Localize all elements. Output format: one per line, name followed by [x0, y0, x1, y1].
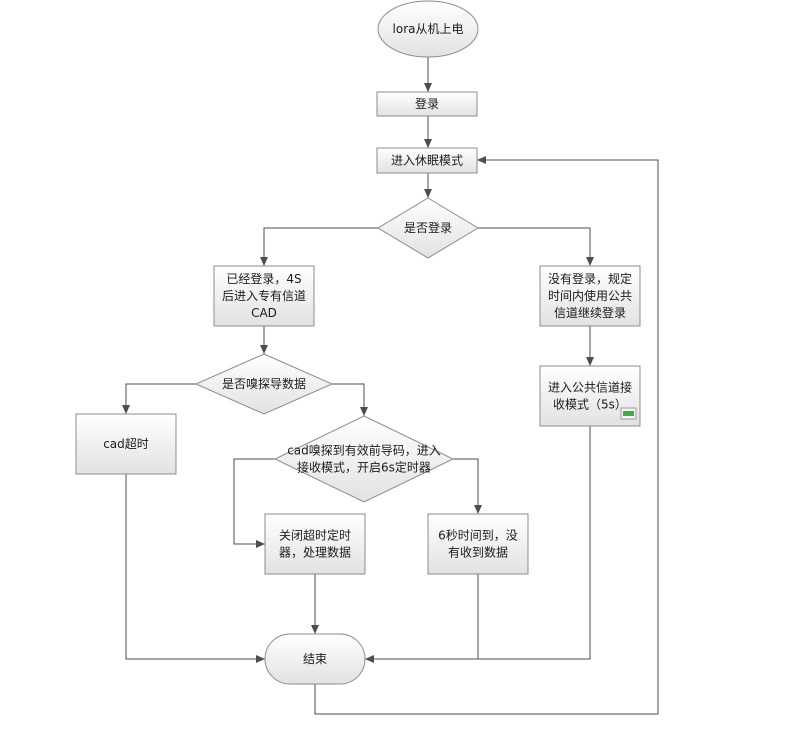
node-sleep-mode: 进入休眠模式 — [376, 147, 478, 174]
arrow-sleep-to-decision-arrowhead — [424, 189, 432, 198]
label-line: 关闭超时定时 — [279, 528, 351, 543]
node-not-logged-in: 没有登录，规定时间内使用公共信道继续登录 — [539, 265, 641, 327]
label-line: 登录 — [415, 96, 439, 111]
label-line: 是否嗅探导数据 — [222, 376, 306, 391]
arrow-decision-to-logged-in — [263, 227, 378, 266]
node-public-receive: 进入公共信道接收模式（5s） — [539, 365, 641, 427]
node-cad-timeout-label: cad超时 — [103, 436, 149, 451]
label-line: 接收模式，开启6s定时器 — [297, 460, 431, 475]
node-logged-in-label: 已经登录，4S 后进入专有信道 CAD — [222, 271, 306, 320]
label-line: cad嗅探到有效前导码，进入 — [287, 443, 441, 458]
node-six-seconds-label: 6秒时间到，没有收到数据 — [438, 528, 518, 560]
label-line: 信道继续登录 — [554, 305, 626, 320]
label-line: 时间内使用公共 — [548, 288, 632, 303]
arrow-sniff-to-cad-timeout — [125, 383, 196, 414]
node-close-timer-label: 关闭超时定时器，处理数据 — [279, 528, 351, 560]
label-line: lora从机上电 — [393, 22, 464, 36]
green-bar-icon — [620, 407, 637, 420]
arrow-sniff-to-valid-preamble-arrowhead — [360, 407, 368, 416]
node-start: lora从机上电 — [377, 0, 479, 58]
label-line: 进入休眠模式 — [391, 154, 463, 168]
node-start-label: lora从机上电 — [393, 22, 464, 36]
arrow-end-loop-to-sleep — [314, 159, 659, 715]
arrow-start-to-login-arrowhead — [424, 83, 432, 92]
label-line: 进入公共信道接 — [548, 380, 632, 395]
connectors — [122, 57, 659, 715]
arrow-sniff-to-valid-preamble — [332, 383, 365, 416]
arrow-decision-to-not-logged-in — [478, 227, 591, 266]
arrow-end-loop-to-sleep-arrowhead — [477, 156, 486, 164]
arrow-close-timer-to-end-arrowhead — [311, 625, 319, 634]
arrow-sniff-to-cad-timeout-arrowhead — [122, 405, 130, 414]
arrow-cad-timeout-to-end — [125, 474, 265, 660]
node-login: 登录 — [376, 91, 478, 117]
label-line: 6秒时间到，没 — [438, 528, 518, 543]
node-cad-timeout: cad超时 — [75, 413, 177, 475]
node-sleep-mode-label: 进入休眠模式 — [391, 154, 463, 168]
arrow-preamble-to-close-timer — [233, 458, 275, 545]
arrow-login-to-sleep-arrowhead — [424, 139, 432, 148]
node-end: 结束 — [264, 633, 366, 685]
node-logged-in: 已经登录，4S 后进入专有信道 CAD — [213, 265, 315, 327]
arrow-decision-to-not-logged-in-arrowhead — [586, 257, 594, 266]
node-public-receive-label: 进入公共信道接收模式（5s） — [548, 380, 632, 412]
label-line: 器，处理数据 — [279, 545, 351, 560]
label-line: CAD — [251, 306, 277, 320]
arrow-preamble-to-six-seconds — [453, 458, 479, 514]
label-line: cad超时 — [103, 436, 149, 451]
label-line: 收模式（5s） — [553, 398, 627, 412]
arrow-decision-to-logged-in-arrowhead — [260, 257, 268, 266]
node-login-label: 登录 — [415, 96, 439, 111]
arrow-public-to-end — [365, 426, 591, 660]
label-line: 结束 — [303, 652, 327, 666]
decision-is-logged-in: 是否登录 — [377, 197, 479, 259]
label-line: 没有登录，规定 — [548, 271, 632, 286]
arrow-not-logged-in-to-public-arrowhead — [586, 357, 594, 366]
node-not-logged-in-label: 没有登录，规定时间内使用公共信道继续登录 — [548, 271, 632, 320]
arrow-public-to-end-arrowhead — [365, 655, 374, 663]
arrow-preamble-to-six-seconds-arrowhead — [474, 505, 482, 514]
arrow-preamble-to-close-timer-arrowhead — [256, 540, 265, 548]
label-line: 后进入专有信道 — [222, 288, 306, 303]
decision-is-logged-in-label: 是否登录 — [404, 220, 452, 235]
label-line: 已经登录，4S — [226, 271, 301, 286]
node-end-label: 结束 — [303, 652, 327, 666]
arrow-cad-timeout-to-end-arrowhead — [256, 655, 265, 663]
decision-valid-preamble: cad嗅探到有效前导码，进入接收模式，开启6s定时器 — [273, 415, 455, 503]
node-six-seconds: 6秒时间到，没有收到数据 — [427, 513, 529, 575]
decision-valid-preamble-label: cad嗅探到有效前导码，进入接收模式，开启6s定时器 — [287, 443, 441, 475]
decision-sniff-label: 是否嗅探导数据 — [222, 376, 306, 391]
decision-sniff: 是否嗅探导数据 — [194, 353, 334, 415]
node-close-timer: 关闭超时定时器，处理数据 — [264, 513, 366, 575]
arrow-logged-in-to-sniff-arrowhead — [260, 345, 268, 354]
label-line: 是否登录 — [404, 220, 452, 235]
label-line: 有收到数据 — [448, 545, 508, 560]
